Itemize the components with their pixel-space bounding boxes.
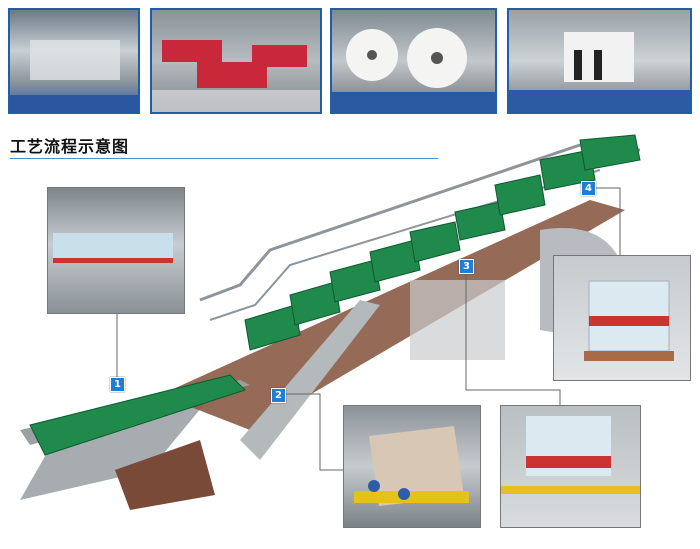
inset-photo-wrapping — [500, 405, 641, 528]
photo-film-rolls — [330, 8, 497, 114]
step-badge-2: 2 — [271, 388, 286, 403]
wrapping-illustration — [501, 416, 640, 494]
tray-forming-illustration — [354, 426, 469, 506]
title-divider — [10, 158, 438, 159]
inset-photo-bottle-infeed — [47, 187, 185, 314]
finished-pack-illustration — [584, 280, 674, 361]
bottle-packs — [29, 134, 641, 456]
photo-film-rolls-illustration — [332, 28, 495, 112]
photo-red-bottles-illustration — [152, 40, 320, 112]
step-badge-4: 4 — [581, 181, 596, 196]
photo-film-wrapping-unit — [8, 8, 140, 114]
step-badge-3: 3 — [459, 259, 474, 274]
step-badge-1: 1 — [110, 377, 125, 392]
photo-shrink-tunnel — [507, 8, 692, 114]
photo-bottle-grouping — [150, 8, 322, 114]
callout-lines — [116, 187, 621, 471]
bottle-infeed-illustration — [53, 233, 173, 263]
photo-shrink-tunnel-illustration — [509, 32, 690, 112]
photo-film-wrapping-illustration — [10, 40, 138, 112]
inset-photo-finished-pack — [553, 255, 691, 381]
inset-photo-tray-forming — [343, 405, 481, 528]
page-title: 工艺流程示意图 — [10, 137, 130, 156]
